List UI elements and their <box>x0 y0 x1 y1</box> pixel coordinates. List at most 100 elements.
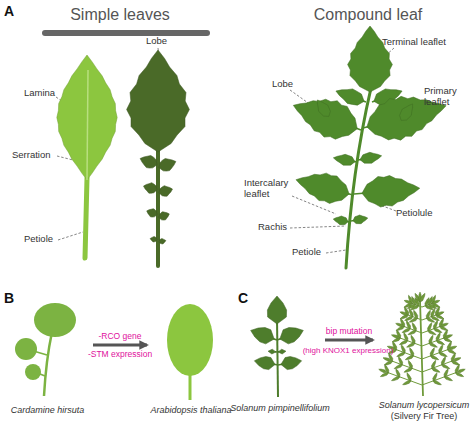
leaflet <box>433 380 442 386</box>
species-name: Arabidopsis thaliana <box>150 405 231 416</box>
leaflet-blade <box>408 347 414 356</box>
rachis-stalk <box>277 318 278 397</box>
leaflet-blade <box>157 155 178 173</box>
leaflet <box>404 299 412 304</box>
leaflet-blade <box>158 184 174 198</box>
petiole-stalk <box>85 178 87 258</box>
leaflet-blade <box>138 152 159 170</box>
leaflet <box>432 372 438 381</box>
leaflet <box>268 349 277 355</box>
part-name: Petiolule <box>396 208 432 219</box>
leaflet <box>436 311 444 316</box>
leaflet-blade <box>395 322 403 327</box>
leaflet-blade <box>403 332 409 341</box>
leaflet <box>395 322 403 327</box>
round-leaflet <box>25 364 41 380</box>
leaflet <box>444 376 453 382</box>
leaflet-blade <box>436 339 445 345</box>
pimpinellifolium-leaf <box>248 296 306 397</box>
leaflet-blade <box>444 376 453 382</box>
species-leaf: Solanum lycopersicum(Silvery Fir Tree) <box>376 292 472 422</box>
leader-line <box>290 226 346 228</box>
leaflet <box>449 345 457 350</box>
part-name: Petiole <box>292 247 321 258</box>
leaflet <box>406 372 412 381</box>
arabidopsis-leaf <box>167 304 213 400</box>
species-leaf: Arabidopsis thaliana <box>150 298 232 416</box>
leaflet <box>378 368 386 373</box>
round-leaflet <box>15 338 37 360</box>
leaflet-blade <box>431 367 440 373</box>
leaflet <box>411 322 417 331</box>
midrib <box>87 70 88 180</box>
leaflet <box>441 364 450 370</box>
leaflet <box>287 87 368 148</box>
leaflet-blade <box>443 368 449 377</box>
leaflet <box>438 352 447 358</box>
petiolule-stem <box>354 192 363 194</box>
leaflet <box>445 334 453 339</box>
leader-line <box>326 250 346 253</box>
leaflet <box>142 181 159 195</box>
leaflet <box>453 356 461 361</box>
panel-letter: C <box>238 290 248 306</box>
simple-leaf <box>57 55 117 258</box>
leaflet-blade <box>419 293 427 303</box>
leaflet-blade <box>440 322 448 327</box>
leaflet <box>436 339 445 345</box>
leaflet-blade <box>427 322 433 331</box>
section-heading: Compound leaf <box>293 6 443 24</box>
leaflet <box>399 311 407 316</box>
leaflet-blade <box>57 55 117 180</box>
part-name: Terminal leaflet <box>382 37 446 48</box>
leaflet <box>432 299 440 304</box>
leaflet-blade <box>438 344 444 353</box>
leaflet-blade <box>145 207 158 219</box>
leaflet-blade <box>432 372 438 381</box>
species-name: (Silvery Fir Tree) <box>391 411 458 422</box>
leaflet-blade <box>436 311 444 316</box>
leaflet <box>400 344 406 353</box>
leaflet <box>150 236 159 243</box>
part-name: Lobe <box>272 79 293 90</box>
leaflet <box>443 368 449 377</box>
leaflet <box>457 368 465 373</box>
leaflet <box>440 322 448 327</box>
leaflet <box>429 347 435 356</box>
leaflet <box>438 344 444 353</box>
leaflet-blade <box>127 50 190 152</box>
part-name: Lobe <box>146 36 167 47</box>
leaflet-blade <box>277 323 306 346</box>
species-name: Solanum lycopersicum <box>379 400 470 411</box>
leaflet <box>391 334 399 339</box>
leaflet-blade <box>287 87 364 147</box>
leaflet <box>156 155 178 174</box>
leaflet <box>253 355 279 371</box>
leaflet <box>158 238 167 245</box>
leaflet-blade <box>361 173 421 209</box>
lobed-simple-leaf <box>127 50 190 266</box>
leaflet <box>145 207 159 219</box>
leaflet-blade <box>157 210 170 222</box>
leader-line <box>58 232 83 240</box>
leaflet <box>383 356 391 361</box>
leaflet-blade <box>406 372 412 381</box>
leaflet-blade <box>332 215 348 226</box>
leaflet <box>435 332 441 341</box>
leaflet <box>419 293 427 303</box>
leaflet-blade <box>352 214 368 225</box>
leaflet <box>248 323 280 347</box>
leaflet <box>138 152 160 171</box>
leaflet-blade <box>400 344 406 353</box>
leaflet-blade <box>332 152 356 167</box>
leaflet <box>395 368 401 377</box>
leaflet <box>274 323 306 347</box>
leaflet-blade <box>142 181 158 195</box>
leaflet-blade <box>457 368 465 373</box>
cardamine-leaf <box>15 303 76 396</box>
leaflet <box>403 332 409 341</box>
species-name: Cardamine hirsuta <box>11 405 85 416</box>
mutation-note: (high KNOX1 expression) <box>296 346 400 355</box>
part-name: Lamina <box>24 88 55 99</box>
